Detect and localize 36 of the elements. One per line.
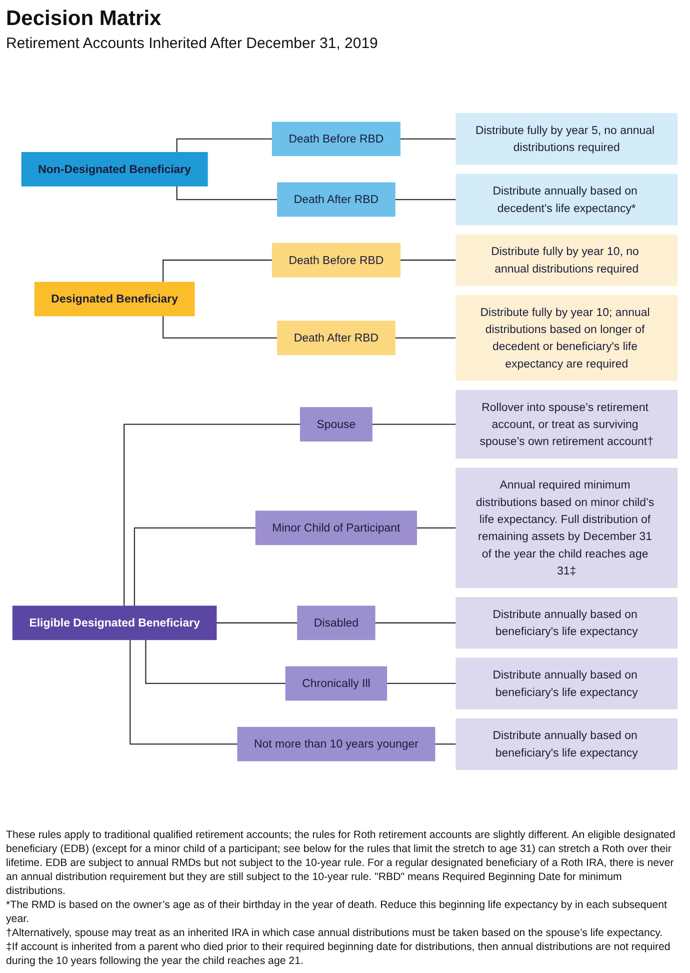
connector-line [145, 639, 286, 684]
connector-line [371, 423, 456, 425]
connector-line [394, 337, 456, 338]
condition-box: Death After RBD [277, 182, 396, 216]
condition-box: Spouse [300, 406, 372, 442]
title: Decision Matrix [6, 6, 162, 32]
category-box: Non-Designated Beneficiary [21, 152, 208, 186]
connector-line [216, 622, 298, 624]
condition-box: Death Before RBD [272, 122, 400, 156]
connector-line [162, 316, 278, 338]
footnote: These rules apply to traditional qualified retirement accounts; the rules for Roth retirement accounts are slightly different. An eligible designated beneficiary (EDB) (except for a minor child of a participant; see below for the rules that limit the stretch to age 31) can stretch a Roth over their lifetime. EDB are subject to annual RMDs but not subject to the 10-year rule. For a regular designated beneficiary of a Roth IRA, there is never an annual distribution requirement but they are still subject to the 10-year rule. "RBD" means Required Beginning Date for minimum distributions. [6, 829, 676, 900]
footnote: †Alternatively, spouse may treat as an inherited IRA in which case annual distributions must be taken based on the spouse’s life expectancy. [6, 927, 664, 942]
footnote: *The RMD is based on the owner’s age as of their birthday in the year of death. Reduce this beginning life expectancy by in each subsequent year. [6, 899, 668, 928]
condition-box: Death Before RBD [272, 242, 400, 278]
connector-line [134, 527, 256, 606]
condition-box: Disabled [297, 605, 376, 640]
category-box: Eligible Designated Beneficiary [12, 605, 217, 640]
connector-line [434, 743, 456, 744]
connector-line [374, 622, 456, 624]
connector-line [386, 682, 456, 684]
connector-line [130, 639, 238, 744]
condition-box: Chronically Ill [285, 666, 388, 700]
footnote: ‡If account is inherited from a parent who died prior to their required beginning date for distributions, then annual distributions are not required during the 10 years following the year the child reaches age 21. [6, 941, 672, 969]
condition-box: Not more than 10 years younger [237, 726, 436, 761]
connector-line [162, 259, 272, 282]
subtitle: Retirement Accounts Inherited After December 31, 2019 [6, 35, 378, 54]
condition-box: Death After RBD [277, 320, 396, 355]
connector-line [399, 138, 456, 140]
connector-line [416, 527, 456, 528]
connector-line [176, 138, 272, 152]
condition-box: Minor Child of Participant [255, 510, 418, 545]
connector-line [394, 198, 456, 200]
connector-line [399, 259, 456, 260]
connector-line [124, 423, 300, 606]
category-box: Designated Beneficiary [34, 282, 195, 316]
connector-line [176, 186, 278, 200]
